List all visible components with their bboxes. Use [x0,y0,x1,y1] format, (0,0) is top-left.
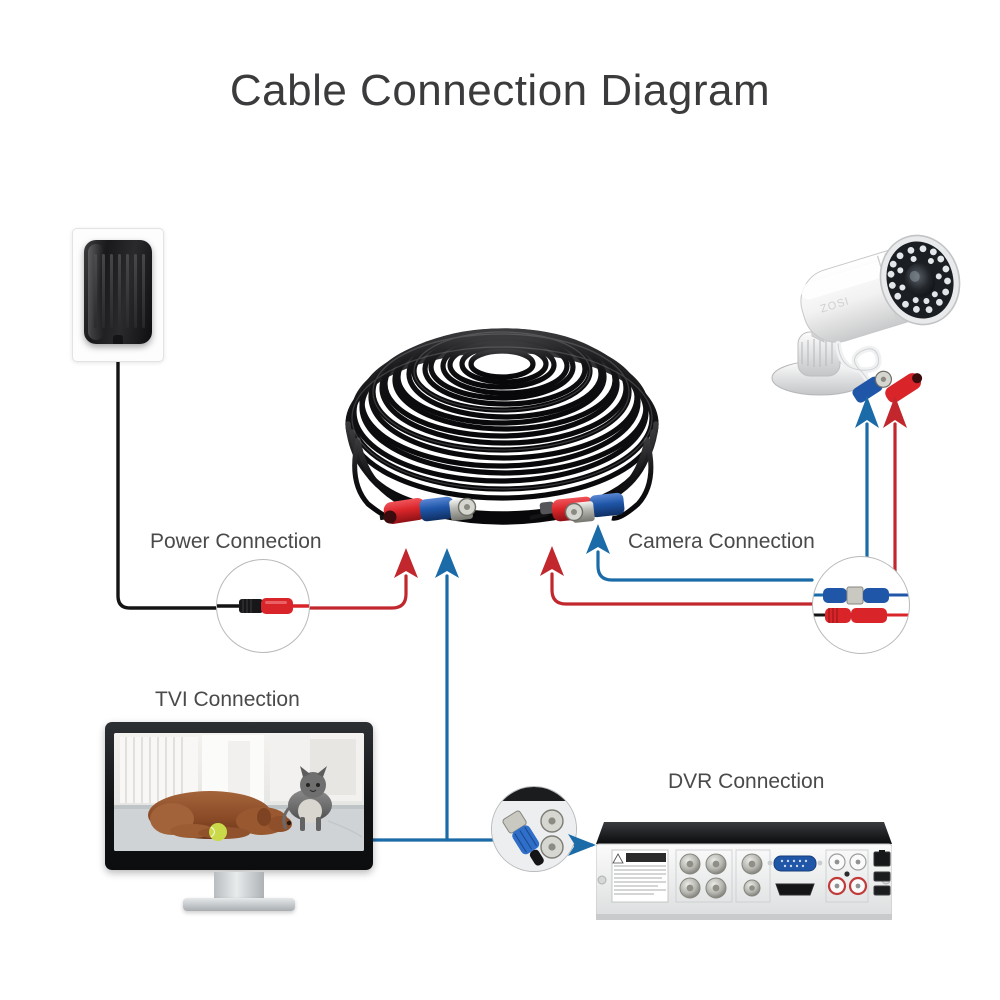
label-tvi-connection: TVI Connection [155,688,300,711]
camera-blue-bnc-pigtail [852,370,893,403]
camera-ir-leds [887,245,951,314]
dvr-bnc-video-in [675,849,733,903]
coil-right-lead-a [611,439,654,521]
page-title: Cable Connection Diagram [229,66,771,115]
monitor-screen [114,733,364,851]
connector-blue-bnc-left [419,496,477,522]
monitor-live-view [114,733,364,851]
camera-knurl [801,339,833,367]
dvr-rca-audio [825,849,869,903]
arrow-video-to-cable [435,548,459,578]
monitor-dog [148,791,292,841]
tvi-monitor [105,722,373,918]
dvr-vga-port [767,855,823,872]
wire-camera-callout-power [550,572,814,606]
adapter-body [84,240,152,344]
wire-camera-callout-video [596,550,814,582]
label-power-connection: Power Connection [150,530,322,553]
camera-lens-assembly [879,234,961,326]
power-plug-callout [216,559,310,653]
bnc-power-cable-coil [345,328,659,525]
arrow-camera-video-vertical [855,396,879,428]
camera-plug-callout-art [813,586,909,623]
bnc-port-callout [491,786,577,872]
power-adapter [72,228,164,362]
monitor-bezel [105,722,373,870]
adapter-cable-exit [113,335,123,344]
arrow-camera-power [540,546,564,576]
camera-plug-callout [812,556,910,654]
wire-power-to-cable [298,574,408,610]
monitor-cat [282,766,332,831]
power-plug-callout-art [217,598,309,614]
connector-red-dc-female-left [379,498,427,524]
arrow-camera-video [586,524,610,554]
label-camera-connection: Camera Connection [628,530,815,553]
label-dvr-connection: DVR Connection [668,770,825,793]
dvr-usb-ports [873,871,891,896]
monitor-stand-base [183,898,295,911]
arrow-power-to-cable [394,548,418,578]
monitor-tennis-ball [209,823,227,841]
dvr-hdmi-port [775,883,815,896]
monitor-stand-neck [214,872,264,900]
dvr-bnc-video-out [735,849,771,903]
coil-front-wraps [345,421,659,525]
wire-adapter-to-callout [116,360,224,610]
bullet-camera: ZOSI [771,234,961,403]
dvr-caution-label [611,849,669,903]
dvr-top-cover [596,822,892,844]
dvr-recorder [596,822,892,920]
dvr-rj45-ethernet [873,850,891,867]
camera-red-power-pigtail [885,373,923,403]
connector-blue-bnc-right [564,492,625,523]
arrow-camera-power-vertical [883,396,907,428]
arrow-bnc-to-dvr [568,834,596,856]
